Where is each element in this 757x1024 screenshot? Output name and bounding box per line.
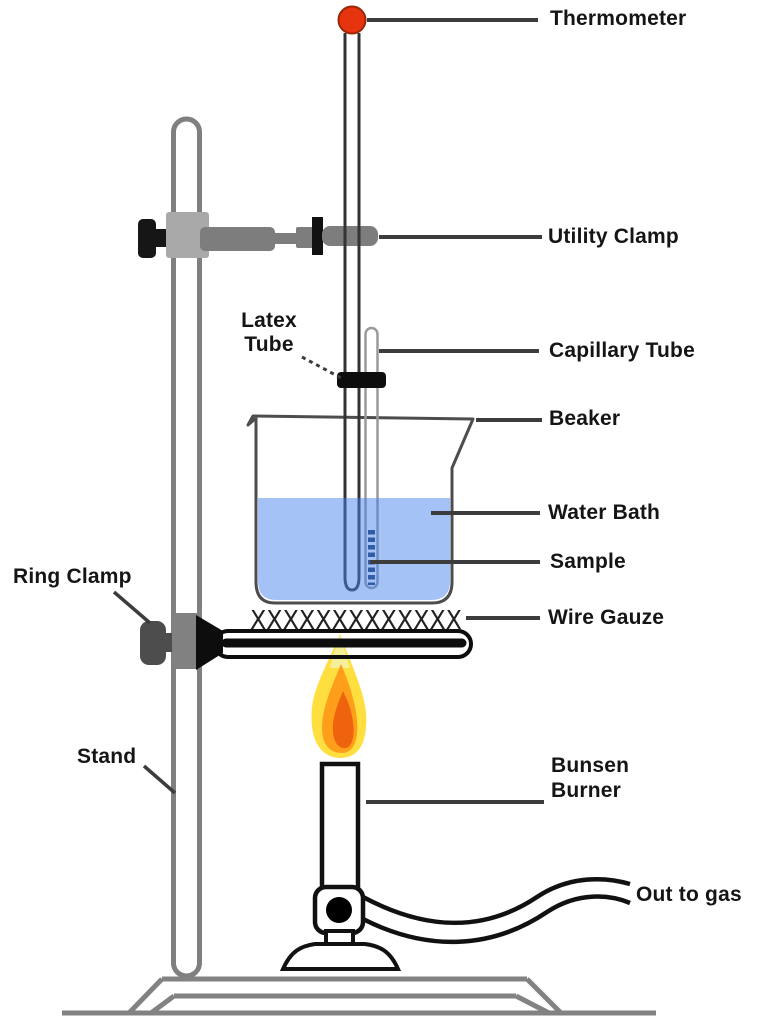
- leader-stand: [142, 764, 177, 795]
- label-ring-clamp: Ring Clamp: [13, 565, 132, 588]
- ring-clamp-arm: [213, 629, 473, 659]
- thermometer: [337, 5, 367, 592]
- burner-foot: [279, 942, 402, 971]
- label-water-bath: Water Bath: [548, 501, 661, 524]
- burner-barrel: [319, 761, 361, 893]
- label-stand: Stand: [77, 745, 137, 768]
- label-out-to-gas: Out to gas: [636, 883, 742, 906]
- label-thermometer: Thermometer: [550, 7, 687, 30]
- label-capillary-tube: Capillary Tube: [549, 339, 695, 362]
- utility-clamp-jaw: [322, 226, 378, 246]
- utility-clamp: [138, 212, 378, 258]
- ring-clamp-knob: [140, 621, 166, 665]
- stand-base: [62, 976, 656, 1016]
- bunsen-burner: [279, 761, 402, 971]
- ring-clamp: [140, 613, 473, 670]
- svg-text:XXXXXXXXXXXXX: XXXXXXXXXXXXX: [250, 606, 462, 636]
- label-bunsen-burner: Bunsen Burner: [551, 754, 630, 802]
- utility-clamp-knob: [138, 219, 156, 258]
- wire-gauze: XXXXXXXXXXXXX: [250, 606, 462, 636]
- label-sample: Sample: [550, 550, 626, 573]
- thermometer-bulb: [337, 5, 367, 35]
- stand-pole: [171, 116, 202, 979]
- latex-tube-band: [337, 372, 386, 388]
- gas-hose: [361, 877, 631, 945]
- leader-lines: [112, 18, 544, 804]
- capillary-tube: [364, 326, 379, 590]
- leader-latex: [301, 355, 344, 381]
- water-bath: [258, 498, 450, 600]
- thermometer-tube: [343, 33, 361, 592]
- label-latex-tube: Latex Tube: [241, 309, 297, 356]
- label-wire-gauze: Wire Gauze: [548, 606, 665, 629]
- flame: [311, 633, 367, 758]
- label-utility-clamp: Utility Clamp: [548, 225, 679, 248]
- label-beaker: Beaker: [549, 407, 621, 430]
- leader-ring-clamp: [112, 590, 152, 625]
